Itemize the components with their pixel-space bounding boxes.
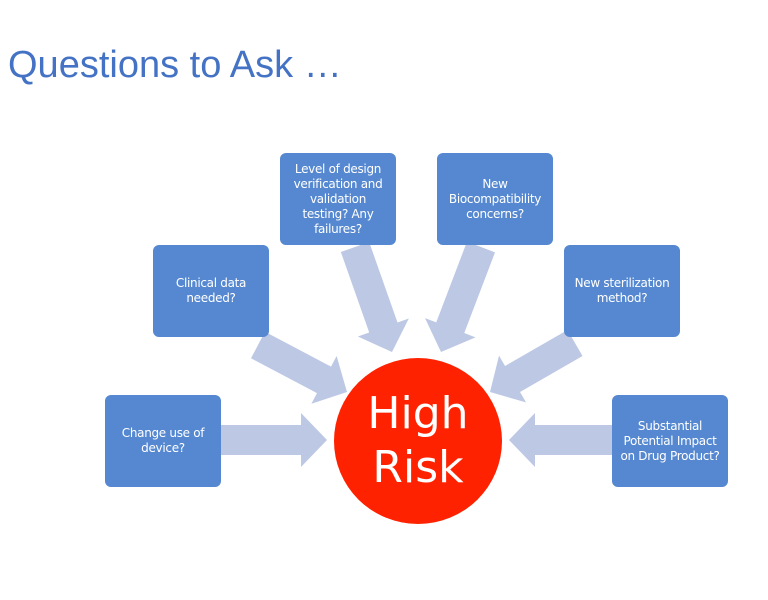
box-clinical-data: Clinical data needed? [153,245,269,337]
center-line-1: High [367,388,469,439]
box-biocompatibility: New Biocompatibility concerns? [437,153,553,245]
box-change-use: Change use of device? [105,395,221,487]
box-sterilization: New sterilization method? [564,245,680,337]
high-risk-circle: High Risk [334,358,502,524]
center-line-2: Risk [372,442,464,493]
arrow-drug-impact [509,413,612,467]
box-design-verification: Level of design verification and validat… [280,153,396,245]
box-drug-impact: Substantial Potential Impact on Drug Pro… [612,395,728,487]
arrow-sterilization [490,330,583,403]
slide-title: Questions to Ask … [8,44,342,86]
arrow-change-use [221,413,327,467]
arrow-design-verification [340,242,409,352]
arrow-clinical-data [250,331,347,404]
arrow-biocompatibility [425,241,496,352]
